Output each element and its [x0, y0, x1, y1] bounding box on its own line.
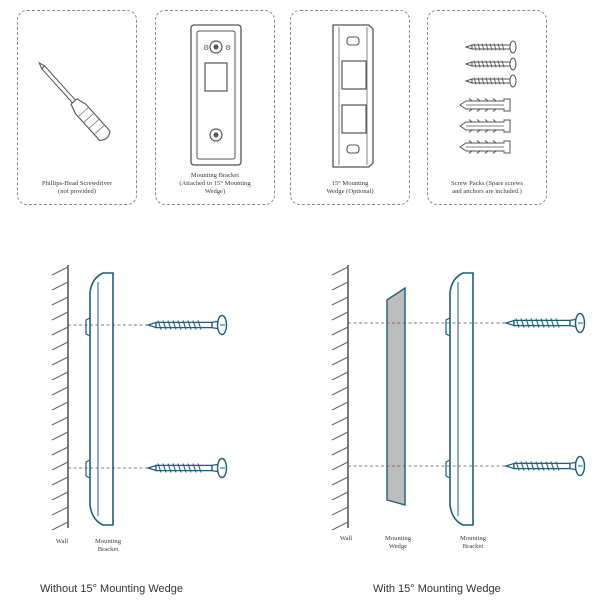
svg-text:⚙: ⚙ [203, 44, 209, 52]
wall-left [51, 265, 69, 531]
part-card-bracket: ⚙ ⚙ Mounting Bracket (Attached to 15° Mo… [155, 10, 275, 205]
bracket-left [85, 272, 114, 526]
mounting-wedge-icon [332, 24, 374, 168]
wall-label-right: Wall [339, 535, 353, 542]
screw-icon [505, 312, 586, 334]
mounting-bracket-icon: ⚙ ⚙ [190, 24, 242, 166]
bracket-label-left: Mounting Bracket [94, 538, 121, 553]
bracket-label-right: Mounting Bracket [459, 535, 486, 550]
screw-icon [147, 314, 228, 336]
part-card-screwdriver: Phillips-Head Screwdriver (not provided) [17, 10, 137, 205]
wall-label-left: Wall [55, 538, 69, 545]
screwdriver-icon [38, 61, 111, 141]
wedge-label: Mounting Wedge [384, 535, 411, 550]
diagram-title-right: With 15° Mounting Wedge [373, 583, 501, 595]
screw-icon [505, 455, 586, 477]
wall-right [331, 265, 349, 531]
screws-caption: Screw Packs (Spare screws and anchors ar… [451, 180, 523, 195]
mounting-wedge [386, 286, 406, 506]
wedge-caption: 15° Mounting Wedge (Optional) [326, 180, 374, 195]
bracket-right [445, 272, 474, 526]
screwdriver-caption: Phillips-Head Screwdriver (not provided) [41, 180, 113, 195]
screw-icon [147, 457, 228, 479]
svg-text:⚙: ⚙ [225, 44, 231, 52]
part-card-wedge: 15° Mounting Wedge (Optional) [290, 10, 410, 205]
bracket-caption: Mounting Bracket (Attached to 15° Mounti… [179, 172, 251, 195]
part-card-screws: Screw Packs (Spare screws and anchors ar… [427, 10, 547, 205]
diagram-title-left: Without 15° Mounting Wedge [40, 583, 183, 595]
